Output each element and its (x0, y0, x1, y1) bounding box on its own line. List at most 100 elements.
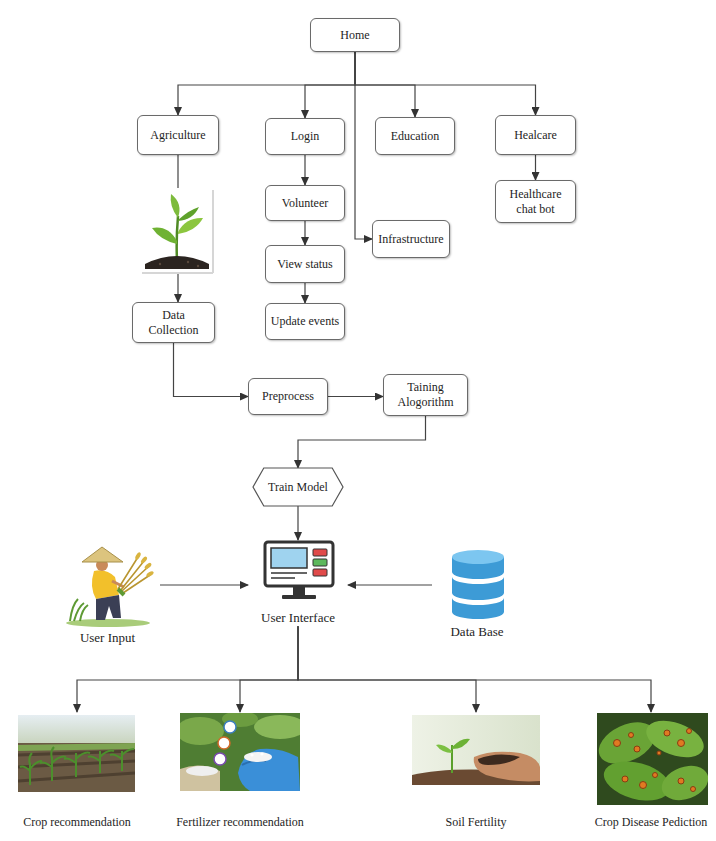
menu-box: Agriculture (137, 115, 219, 155)
figure-caption: Fertilizer recommendation (165, 815, 315, 830)
drawing-part (271, 572, 307, 574)
flow-arrow (348, 584, 432, 585)
drawing-part (64, 753, 90, 777)
drawing-part (664, 730, 670, 736)
drawing-part (40, 747, 66, 781)
drawing-part (20, 747, 134, 785)
flow-arrow (298, 626, 651, 712)
figure-caption: Crop recommendation (10, 815, 144, 830)
box-label: Healcare (514, 128, 557, 143)
menu-box: Infrastructure (372, 220, 450, 258)
drawing-part (152, 228, 177, 244)
drawing-part (265, 542, 333, 586)
box-label: Infrastructure (378, 232, 443, 247)
drawing-part (146, 570, 154, 577)
menu-box: Education (375, 117, 455, 155)
flow-arrow (304, 283, 305, 303)
drawing-part (118, 589, 124, 595)
figure-caption: User Interface (248, 610, 348, 626)
picture-space (405, 712, 547, 815)
fertilizer-photo (180, 713, 300, 791)
figure-caption: Crop Disease Pediction (590, 815, 712, 830)
database-figure: Data Base (432, 548, 522, 640)
box-label: Data Collection (137, 308, 210, 338)
drawing-part (282, 595, 316, 599)
drawing-part (140, 188, 214, 274)
text-wrap: Login (291, 129, 320, 144)
box-label: Taining Alogorithm (388, 380, 463, 410)
drawing-part (678, 740, 685, 747)
drawing-part (82, 547, 123, 562)
box-label: View status (277, 257, 333, 272)
drawing-part (313, 569, 327, 576)
drawing-part (180, 717, 224, 745)
drawing-part (159, 263, 161, 265)
drawing-part (20, 753, 42, 785)
drawing-part (622, 776, 628, 782)
drawing-part (687, 729, 692, 734)
drawing-part (451, 745, 453, 773)
drawing-part (66, 619, 150, 627)
drawing-part (18, 743, 135, 751)
input-figure: User Input (55, 543, 160, 646)
drawing-part (92, 570, 119, 599)
drawing-part (313, 559, 327, 566)
drawing-part (452, 550, 504, 564)
flow-arrow (304, 155, 305, 185)
drawing-part (180, 765, 220, 791)
crop-disease-photo (597, 713, 708, 805)
picture-space (165, 712, 315, 815)
picture-space (248, 540, 348, 610)
drawing-part (452, 598, 504, 619)
flow-arrow (298, 626, 476, 712)
text-wrap: Update events (271, 314, 339, 329)
drawing-part (70, 599, 88, 621)
box-label: Update events (271, 314, 339, 329)
drawing-part (218, 737, 230, 749)
box-label: Education (391, 129, 440, 144)
flow-arrow (305, 52, 355, 118)
drawing-part (436, 745, 452, 753)
drawing-part (634, 746, 640, 752)
process-box: Update events (265, 303, 345, 340)
drawing-part (224, 721, 236, 733)
drawing-part (260, 752, 263, 755)
drawing-part (452, 577, 504, 600)
drawing-part (96, 595, 121, 620)
text-wrap: Preprocess (262, 389, 314, 404)
text-wrap: Taining Alogorithm (388, 380, 463, 410)
drawing-part (678, 778, 684, 784)
model-hexagon: Train Model (253, 468, 343, 506)
drawing-part (134, 552, 141, 561)
output-figure: Fertilizer recommendation (165, 712, 315, 830)
crop-field-photo (18, 715, 135, 792)
flow-arrow (304, 221, 305, 245)
flow-arrow (240, 626, 298, 712)
box-label: Volunteer (282, 196, 328, 211)
box-label: Train Model (268, 480, 328, 495)
plant-illustration (140, 188, 214, 274)
drawing-part (18, 715, 135, 745)
drawing-part (177, 216, 178, 260)
drawing-part (614, 729, 696, 792)
drawing-part (238, 749, 300, 791)
drawing-part (474, 752, 540, 782)
drawing-part (313, 549, 327, 556)
text-wrap: Train Model (268, 480, 328, 495)
drawing-part (145, 256, 209, 269)
drawing-part (629, 733, 634, 738)
drawing-part (144, 562, 153, 570)
drawing-part (197, 265, 199, 267)
flow-arrow (535, 155, 536, 180)
drawing-part (186, 766, 218, 776)
drawing-part (110, 749, 134, 771)
output-figure: Soil Fertility (405, 712, 547, 830)
box-label: Home (340, 28, 369, 43)
text-wrap: Infrastructure (378, 232, 443, 247)
process-box: Preprocess (248, 378, 328, 415)
drawing-part (178, 207, 199, 221)
database-icon (450, 548, 506, 620)
text-wrap: Agriculture (150, 128, 205, 143)
text-wrap: Healcare (514, 128, 557, 143)
